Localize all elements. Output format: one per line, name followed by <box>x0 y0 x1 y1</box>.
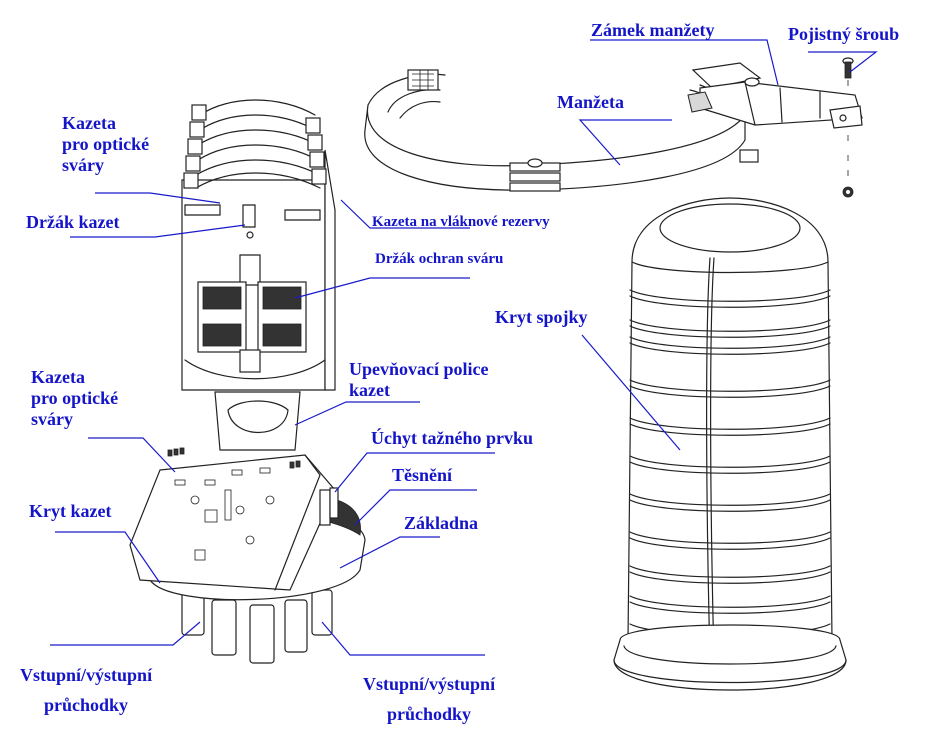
label-line: sváry <box>62 155 104 175</box>
cassette-stack-drawing <box>181 99 336 451</box>
label-line: Vstupní/výstupní <box>20 665 153 685</box>
label-base: Základna <box>404 513 479 533</box>
label-ports-right: Vstupní/výstupní průchodky <box>363 669 495 729</box>
label-cassette-holder: Držák kazet <box>26 212 120 232</box>
label-seal: Těsnění <box>392 465 453 485</box>
label-strength-member-clamp: Úchyt tažného prvku <box>371 428 534 448</box>
label-line: pro optické <box>31 388 119 408</box>
clamp-ring-drawing <box>364 69 759 192</box>
label-line: kazet <box>349 380 390 400</box>
label-line: Kazeta <box>62 113 116 133</box>
base-assembly-drawing <box>129 447 366 664</box>
label-line: průchodky <box>387 704 472 724</box>
label-locking-screw: Pojistný šroub <box>788 24 900 44</box>
label-fiber-reserve-cassette: Kazeta na vláknové rezervy <box>372 214 550 230</box>
label-clamp-lock: Zámek manžety <box>591 20 715 40</box>
label-cassette-cover: Kryt kazet <box>29 501 112 521</box>
locking-screw-drawing <box>842 57 854 198</box>
label-line: Kazeta <box>31 367 85 387</box>
label-line: Upevňovací police <box>349 359 489 379</box>
label-closure-cover: Kryt spojky <box>495 307 588 327</box>
label-clamp-ring: Manžeta <box>557 92 624 112</box>
label-splice-protector-holder: Držák ochran sváru <box>375 251 504 267</box>
leader-lines <box>50 39 878 656</box>
label-cassette-mounting-shelf: Upevňovací police kazet <box>349 359 489 401</box>
clamp-lock-drawing <box>687 62 863 129</box>
label-line: sváry <box>31 409 73 429</box>
label-ports-left: Vstupní/výstupní průchodky <box>20 660 152 720</box>
label-line: průchodky <box>44 695 129 715</box>
label-line: pro optické <box>62 134 150 154</box>
label-splice-cassette-mid: Kazeta pro optické sváry <box>31 367 118 430</box>
label-splice-cassette-top: Kazeta pro optické sváry <box>62 113 149 176</box>
closure-cover-drawing <box>613 197 847 691</box>
label-line: Vstupní/výstupní <box>363 674 496 694</box>
